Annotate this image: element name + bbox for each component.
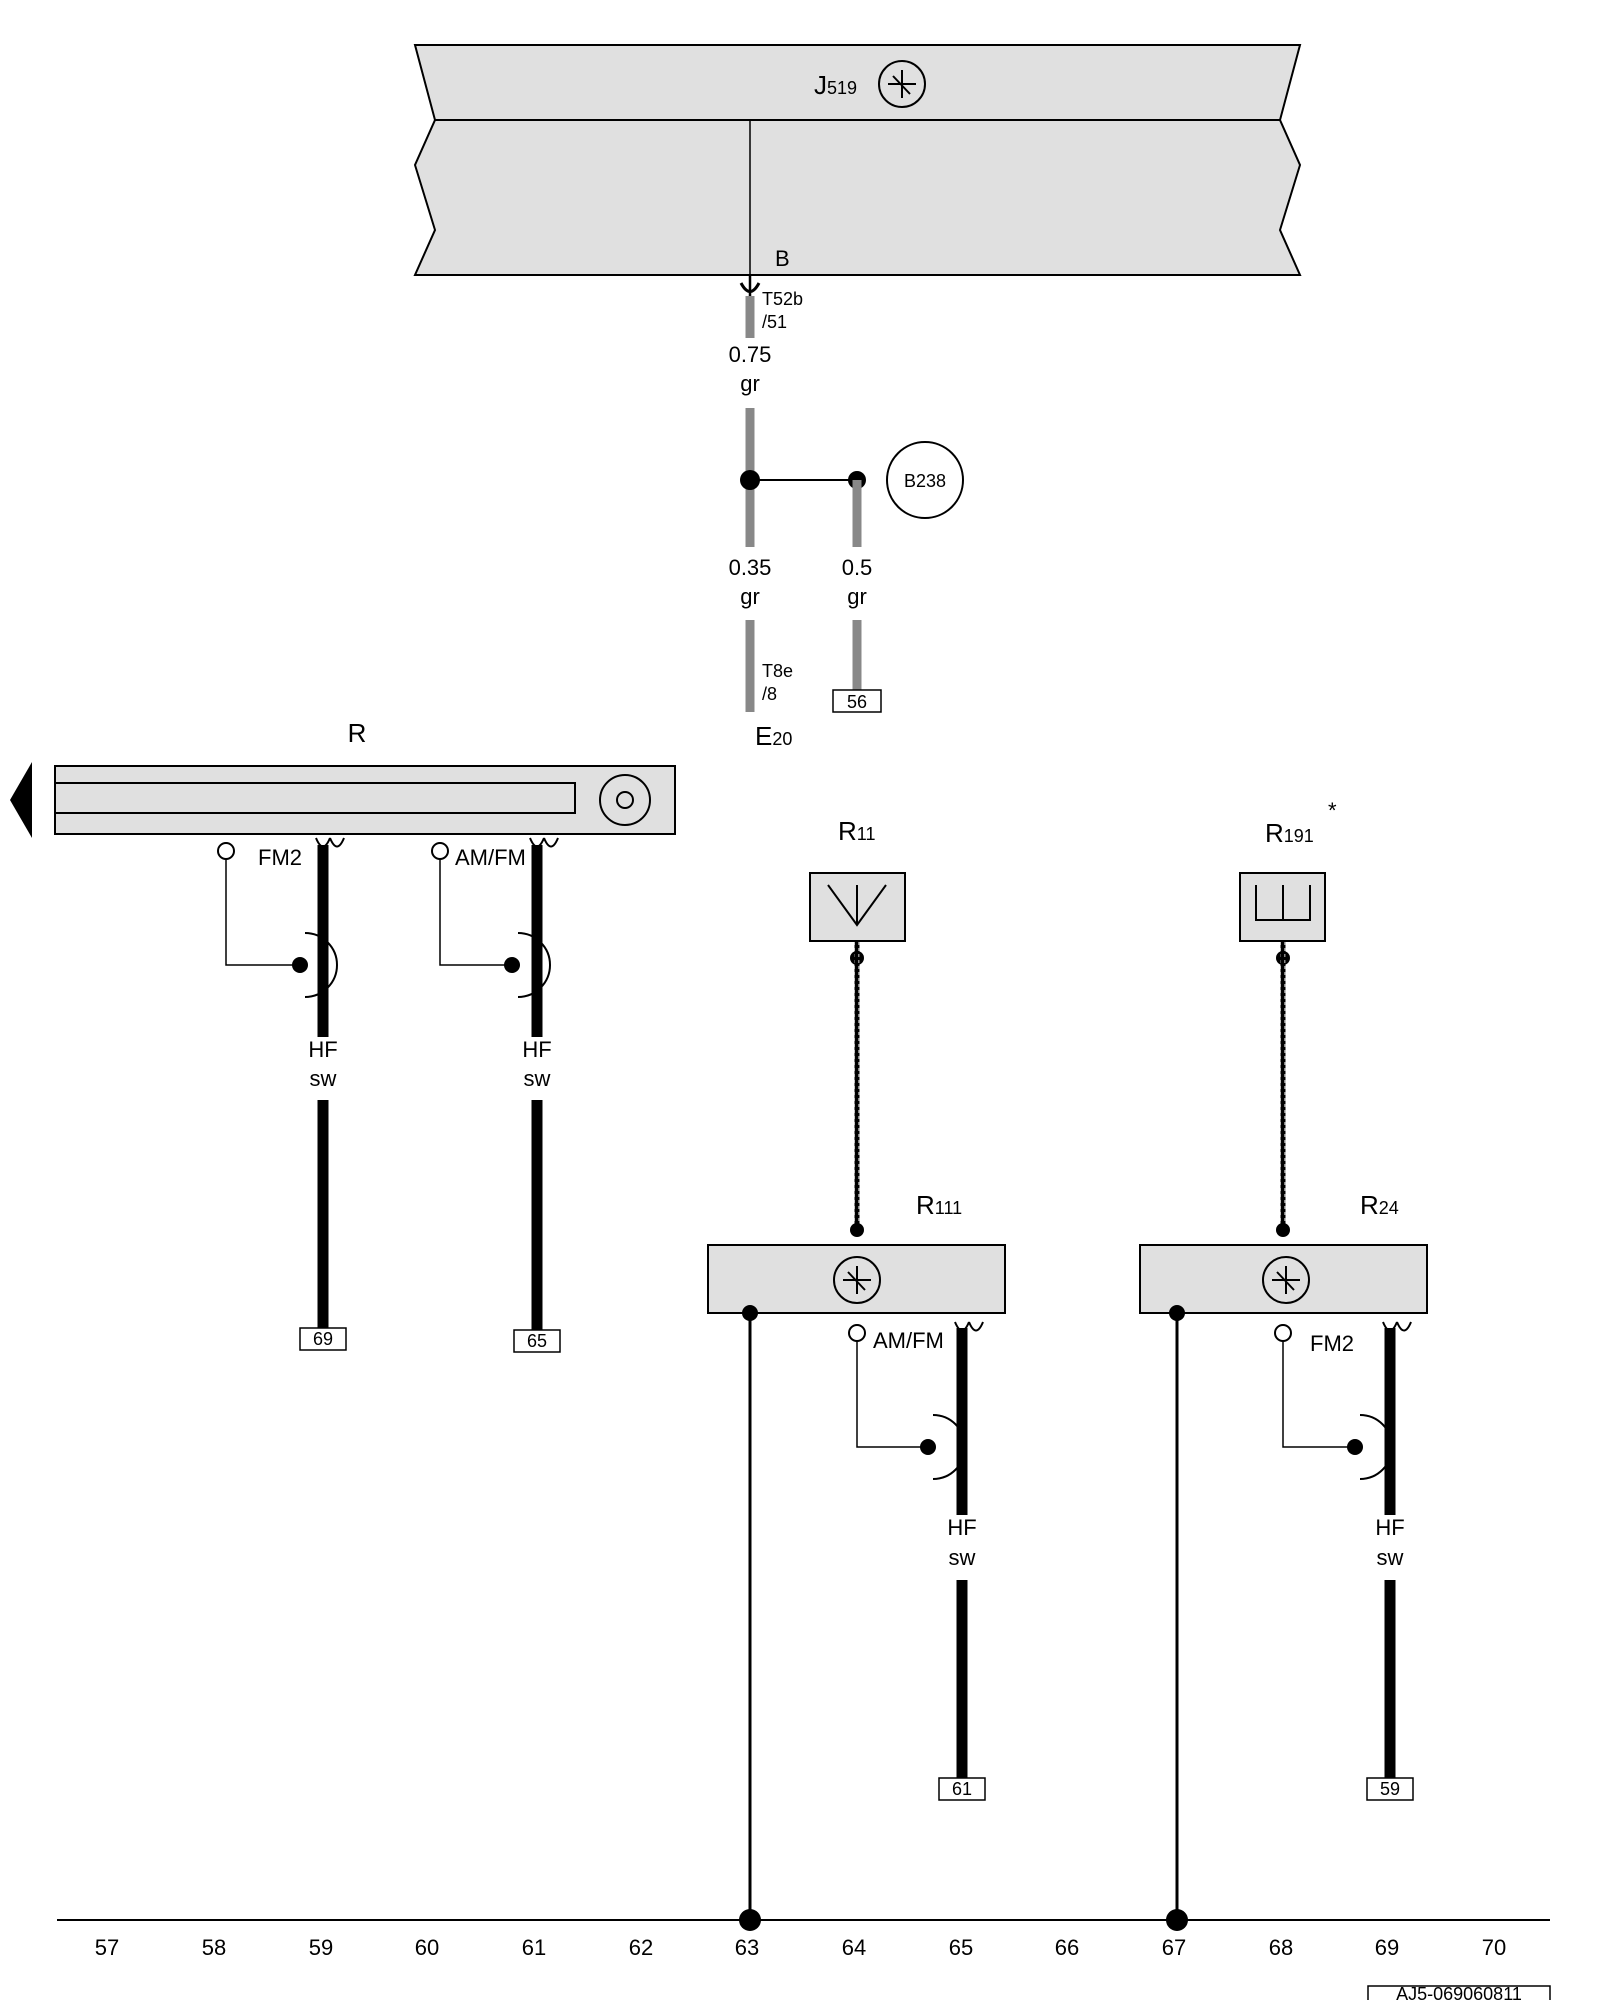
radio-knob-icon — [599, 774, 651, 826]
wire-gr-main: 0.75 gr 0.35 gr — [729, 296, 772, 712]
svg-text:sw: sw — [310, 1066, 337, 1091]
ref-box-69-left: 69 — [299, 1327, 347, 1351]
ruler-label: 60 — [415, 1935, 439, 1960]
svg-text:69: 69 — [313, 1329, 333, 1349]
connector-t52b: T52b /51 — [739, 275, 803, 332]
radio-r-label: R — [348, 718, 367, 748]
svg-text:sw: sw — [949, 1545, 976, 1570]
svg-text:sw: sw — [524, 1066, 551, 1091]
t52b-name: T52b — [762, 289, 803, 309]
ruler-label: 68 — [1269, 1935, 1293, 1960]
ref-box-65-left: 65 — [513, 1329, 561, 1353]
electronic-module-icon — [878, 60, 926, 108]
wire-gr-branch: 0.5 gr — [842, 480, 873, 690]
svg-text:AJ5-069060811: AJ5-069060811 — [1396, 1984, 1522, 2000]
svg-text:HF: HF — [522, 1037, 551, 1062]
t8e-name: T8e — [762, 661, 793, 681]
b238-label: B238 — [904, 471, 946, 491]
pin-b-label: B — [775, 246, 790, 271]
b238-connection: B238 — [886, 441, 964, 519]
ruler-label: 57 — [95, 1935, 119, 1960]
ruler-label: 65 — [949, 1935, 973, 1960]
ref-box-59: 59 — [1366, 1777, 1414, 1801]
j519-label: J519 — [814, 70, 857, 100]
ruler-label: 59 — [309, 1935, 333, 1960]
radio-fm2-label: FM2 — [258, 845, 302, 870]
ruler-label: 62 — [629, 1935, 653, 1960]
radio-amfm-connector: AM/FM HF sw 65 — [431, 837, 561, 1353]
r24-label: R24 — [1360, 1190, 1399, 1220]
wire2-size: 0.35 — [729, 555, 772, 580]
ref-box-61: 61 — [938, 1777, 986, 1801]
radio-r: R — [10, 718, 676, 838]
antenna-r11: R11 — [809, 816, 906, 1237]
amplifier-r111: R111 AM/FM HF sw 61 — [707, 1190, 1006, 1920]
electronic-module-icon — [1262, 1256, 1310, 1304]
r111-amfm-label: AM/FM — [873, 1328, 944, 1353]
e20-label: E20 — [755, 721, 792, 751]
antenna-icon — [827, 884, 887, 927]
ruler-label: 63 — [735, 1935, 759, 1960]
ref-box-56: 56 — [832, 689, 882, 713]
r11-label: R11 — [838, 816, 875, 846]
t52b-pin: /51 — [762, 312, 787, 332]
wire1-color: gr — [740, 371, 760, 396]
svg-text:59: 59 — [1380, 1779, 1400, 1799]
svg-text:HF: HF — [1375, 1515, 1404, 1540]
antenna-fork-icon — [1255, 885, 1311, 921]
svg-text:sw: sw — [1377, 1545, 1404, 1570]
ground-line — [57, 1909, 1550, 1931]
r24-fm2-label: FM2 — [1310, 1331, 1354, 1356]
wire2-color: gr — [740, 584, 760, 609]
radio-fm2-connector: FM2 HF sw 69 — [217, 837, 347, 1351]
ruler-label: 70 — [1482, 1935, 1506, 1960]
svg-text:65: 65 — [527, 1331, 547, 1351]
electronic-module-icon — [833, 1256, 881, 1304]
r111-label: R111 — [916, 1190, 962, 1220]
svg-text:61: 61 — [952, 1779, 972, 1799]
svg-text:56: 56 — [847, 692, 867, 712]
wire3-color: gr — [847, 584, 867, 609]
svg-text:HF: HF — [947, 1515, 976, 1540]
diagram-code: AJ5-069060811 — [1367, 1984, 1551, 2000]
ruler-label: 64 — [842, 1935, 866, 1960]
t8e-pin: /8 — [762, 684, 777, 704]
ruler-label: 69 — [1375, 1935, 1399, 1960]
ruler-label: 58 — [202, 1935, 226, 1960]
control-unit-j519: J519 B — [413, 44, 1302, 276]
ruler-label: 66 — [1055, 1935, 1079, 1960]
column-ruler: 57 58 59 60 61 62 63 64 65 66 67 68 69 7… — [95, 1935, 1506, 1960]
radio-amfm-label: AM/FM — [455, 845, 526, 870]
amplifier-r24: R24 FM2 HF sw 59 — [1139, 1190, 1428, 1920]
svg-text:HF: HF — [308, 1037, 337, 1062]
r191-label: R191 — [1265, 818, 1314, 848]
wire3-size: 0.5 — [842, 555, 873, 580]
ruler-label: 67 — [1162, 1935, 1186, 1960]
wire1-size: 0.75 — [729, 342, 772, 367]
antenna-r191: R191 * — [1239, 798, 1337, 1237]
ruler-label: 61 — [522, 1935, 546, 1960]
left-arrow-icon — [10, 762, 32, 838]
r191-note: * — [1328, 798, 1337, 823]
